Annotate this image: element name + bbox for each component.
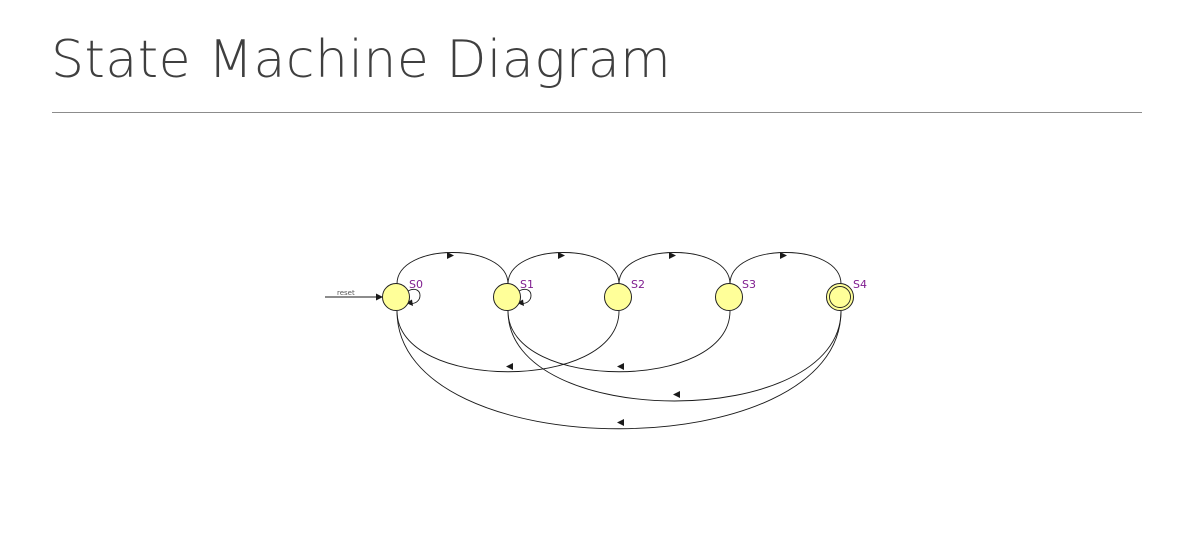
state-s3[interactable]: S3	[715, 278, 756, 311]
transition-s1-s2-arrowhead	[558, 252, 565, 259]
transition-s1-s2	[507, 252, 620, 285]
state-s1-label: S1	[520, 278, 534, 291]
transition-s2-s0	[396, 310, 620, 373]
transition-s1-self-loop-arrowhead	[517, 299, 524, 306]
state-s3-label: S3	[742, 278, 756, 291]
state-s2-node	[604, 283, 632, 311]
state-s4-label: S4	[853, 278, 867, 291]
transition-s4-s1-arrowhead	[673, 391, 680, 398]
state-s2[interactable]: S2	[604, 278, 645, 311]
transition-s3-s1	[507, 310, 731, 373]
slide-title: State Machine Diagram	[51, 30, 672, 90]
title-divider	[52, 112, 1142, 113]
state-s4-accept-ring	[829, 286, 851, 308]
transition-s3-s1-arrowhead	[617, 363, 624, 370]
transition-s4-s0-arrowhead	[617, 419, 624, 426]
state-s1-node	[493, 283, 521, 311]
state-s0-node	[382, 283, 410, 311]
reset-arrowhead	[376, 293, 383, 301]
transition-s4-s0	[396, 310, 842, 430]
state-s0[interactable]: S0	[382, 278, 423, 311]
state-s0-label: S0	[409, 278, 423, 291]
transition-s4-s1	[507, 310, 842, 402]
transition-s3-s4	[729, 252, 842, 285]
state-s2-label: S2	[631, 278, 645, 291]
state-s4-node	[826, 283, 854, 311]
state-s4[interactable]: S4	[826, 278, 867, 311]
transition-s0-s1	[396, 252, 509, 285]
transition-s2-s3	[618, 252, 731, 285]
transition-s2-s3-arrowhead	[669, 252, 676, 259]
state-s3-node	[715, 283, 743, 311]
transition-s3-s4-arrowhead	[780, 252, 787, 259]
transition-s0-s1-arrowhead	[447, 252, 454, 259]
reset-label: reset	[337, 289, 355, 297]
state-s1[interactable]: S1	[493, 278, 534, 311]
transition-s0-self-loop-arrowhead	[406, 299, 413, 306]
transition-s2-s0-arrowhead	[506, 363, 513, 370]
